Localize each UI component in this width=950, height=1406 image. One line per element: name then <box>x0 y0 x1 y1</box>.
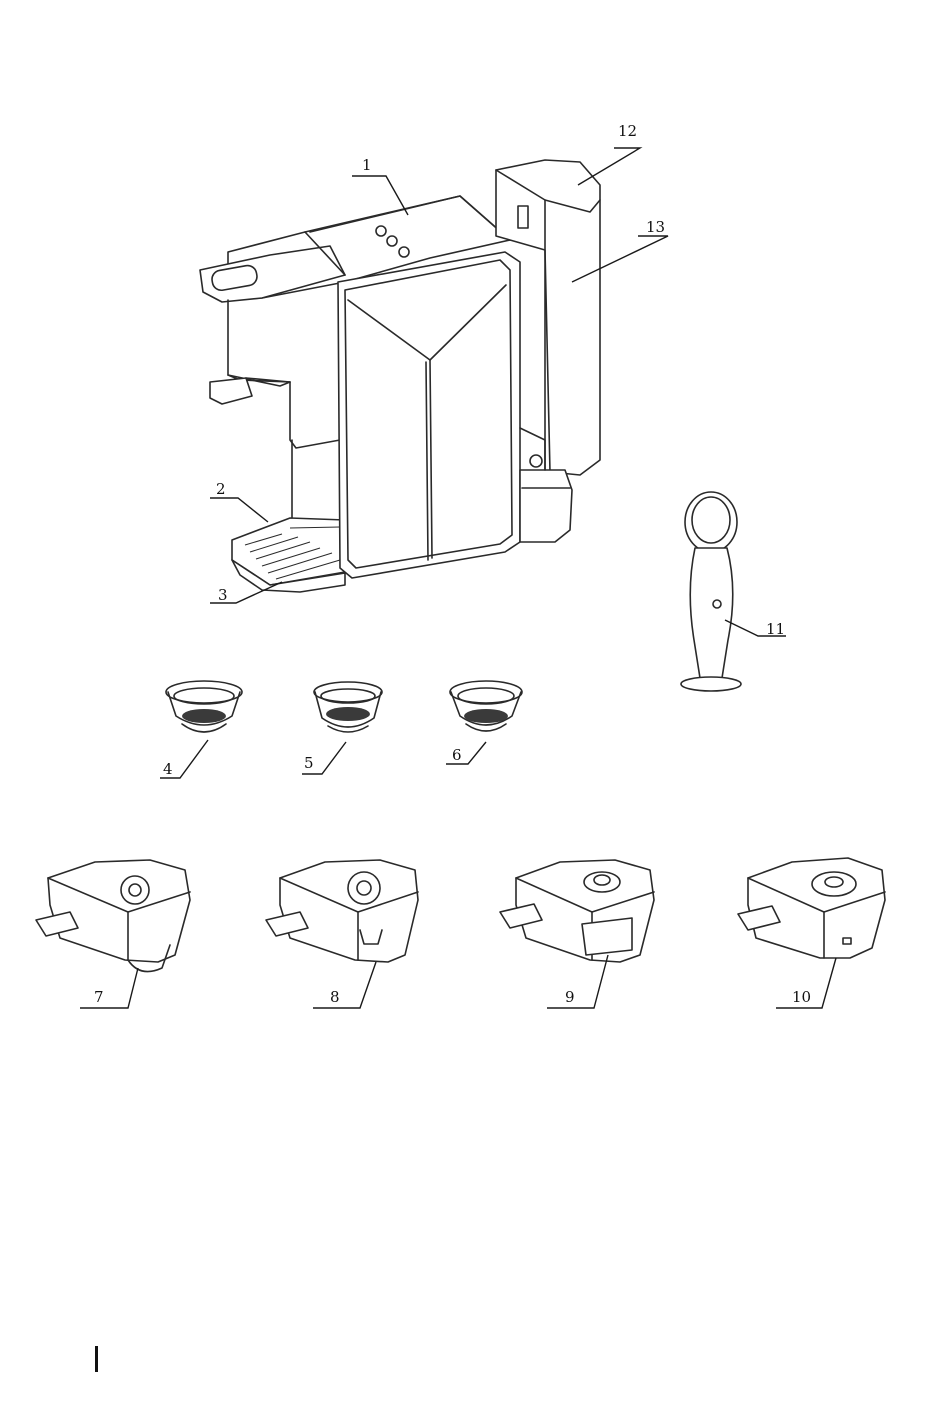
page-marker-bar <box>95 1346 98 1372</box>
callout-2: 2 <box>216 480 226 498</box>
callout-7: 7 <box>94 988 104 1006</box>
capsule-holder-10 <box>738 858 885 958</box>
callout-9: 9 <box>565 988 575 1006</box>
capsule-holder-9 <box>500 860 654 962</box>
callout-3: 3 <box>218 586 228 604</box>
callout-10: 10 <box>792 988 811 1006</box>
callout-8: 8 <box>330 988 340 1006</box>
callout-5: 5 <box>304 754 314 772</box>
tamper-spoon <box>681 492 741 691</box>
capsule-holder-7 <box>36 860 190 972</box>
callout-4: 4 <box>163 760 173 778</box>
filter-basket-4 <box>166 681 242 732</box>
capsule-holder-8 <box>266 860 418 962</box>
coffee-machine-drawing <box>200 160 600 592</box>
filter-basket-5 <box>314 682 382 732</box>
callout-6: 6 <box>452 746 462 764</box>
callout-11: 11 <box>766 620 785 638</box>
callout-1: 1 <box>362 156 372 174</box>
callout-12: 12 <box>618 122 637 140</box>
filter-basket-6 <box>450 681 522 731</box>
callout-13: 13 <box>646 218 665 236</box>
